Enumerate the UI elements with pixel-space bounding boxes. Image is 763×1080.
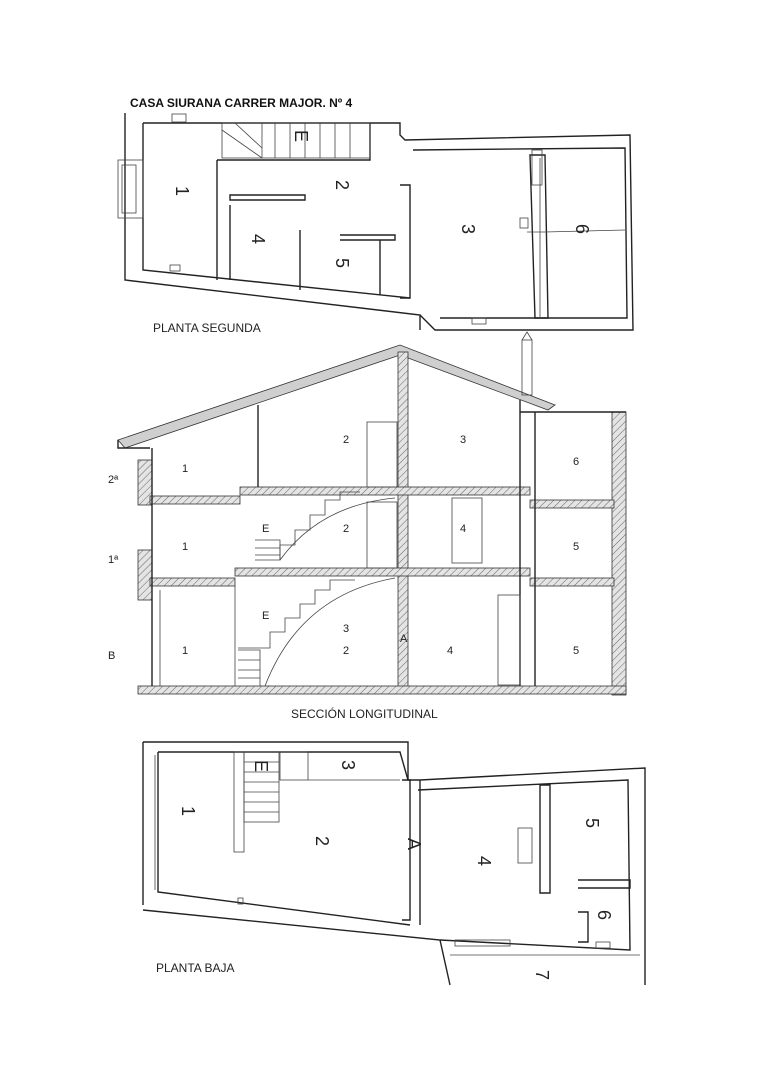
upper-room-stair: E	[291, 130, 311, 142]
section-mid-room-4: 4	[460, 523, 466, 535]
level-label-1: 1ª	[108, 554, 119, 566]
ground-room-7: 7	[532, 970, 552, 980]
section-caption: SECCIÓN LONGITUDINAL	[291, 706, 438, 721]
ground-plan-caption: PLANTA BAJA	[156, 961, 234, 975]
section-top-room-3: 3	[460, 434, 466, 446]
upper-room-1: 1	[172, 186, 192, 196]
level-label-2: 2ª	[108, 474, 119, 486]
upper-floor-plan: 1 2 3 4 5 6 E PLANTA SEGUNDA	[117, 113, 634, 335]
ground-room-1: 1	[178, 806, 198, 816]
ground-room-6: 6	[594, 910, 614, 920]
ground-room-3: 3	[338, 760, 358, 770]
section-bottom-room-3: 3	[343, 623, 349, 635]
ground-floor-plan: 1 E 3 2 A 4 5 6 7 PLANTA BAJA	[142, 741, 646, 986]
level-label-b: B	[108, 650, 115, 662]
ground-room-a: A	[404, 838, 424, 850]
section-bottom-room-4: 4	[447, 645, 453, 657]
ground-room-4: 4	[474, 856, 494, 866]
section-mid-room-e: E	[262, 523, 269, 535]
upper-room-2: 2	[332, 180, 352, 190]
section-bottom-room-a: A	[400, 633, 408, 645]
section-bottom-room-2: 2	[343, 645, 349, 657]
section-top-room-1: 1	[182, 463, 188, 475]
section-top-room-6: 6	[573, 456, 579, 468]
ground-room-2: 2	[312, 836, 332, 846]
upper-room-4: 4	[248, 234, 268, 244]
section-top-room-2: 2	[343, 434, 349, 446]
section-mid-room-2: 2	[343, 523, 349, 535]
upper-room-3: 3	[458, 224, 478, 234]
longitudinal-section: 2ª 1ª B 1 2 3 6 1 E 2 4 5 E 3 1 2 A 4 5 …	[108, 331, 627, 721]
drawing-title: CASA SIURANA CARRER MAJOR. Nº 4	[130, 96, 353, 110]
section-bottom-room-e: E	[262, 610, 269, 622]
upper-plan-caption: PLANTA SEGUNDA	[153, 321, 261, 335]
upper-room-6: 6	[572, 224, 592, 234]
section-bottom-room-5: 5	[573, 645, 579, 657]
section-mid-room-5: 5	[573, 541, 579, 553]
section-mid-room-1: 1	[182, 541, 188, 553]
ground-room-stair: E	[251, 760, 271, 772]
ground-room-5: 5	[582, 818, 602, 828]
upper-room-5: 5	[332, 258, 352, 268]
section-bottom-room-1: 1	[182, 645, 188, 657]
